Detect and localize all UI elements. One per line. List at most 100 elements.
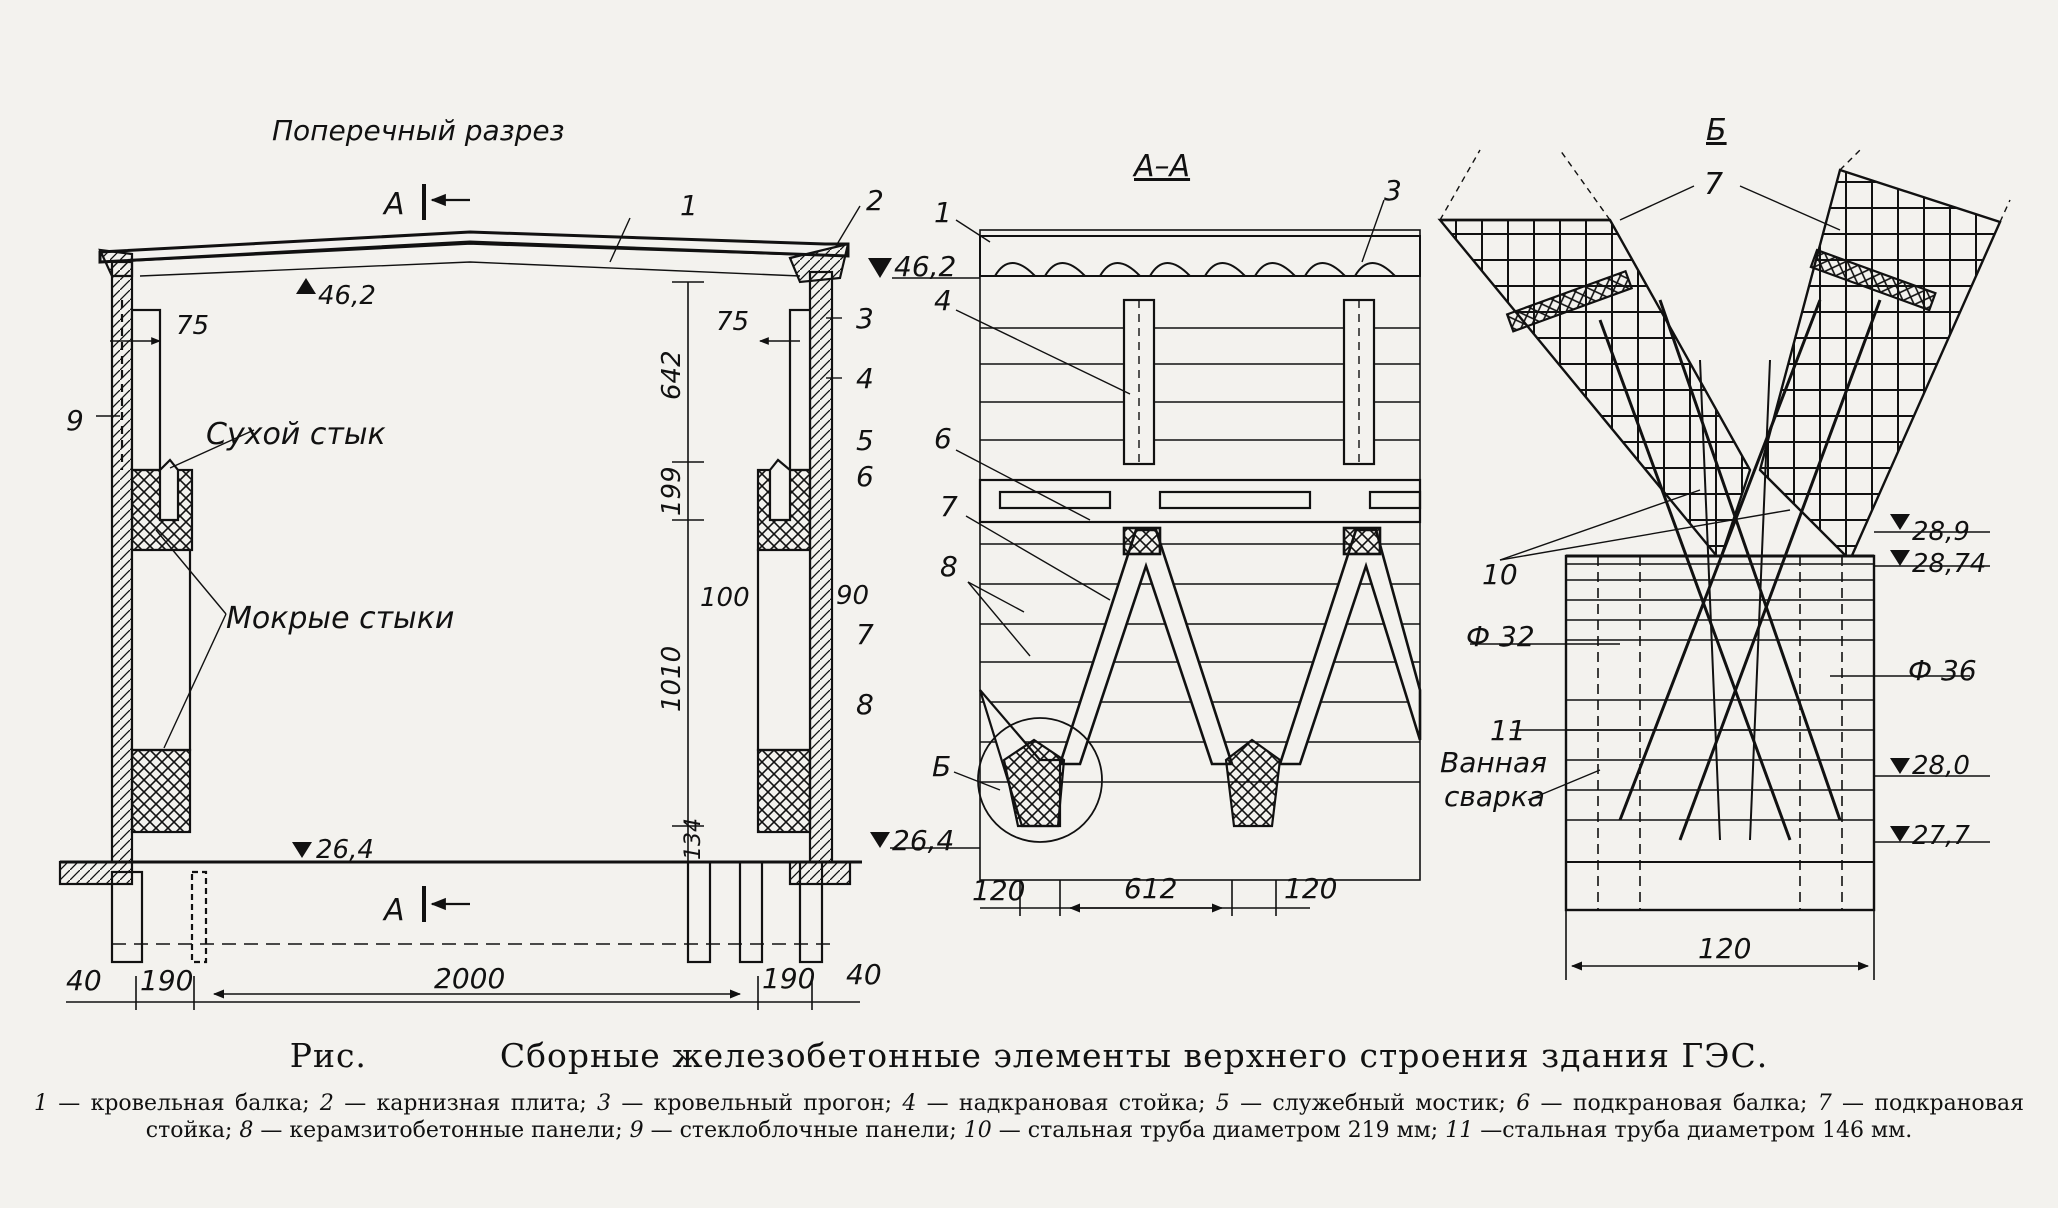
detail-b-title: Б xyxy=(1706,113,1727,148)
left-wall xyxy=(110,260,194,864)
dim-40-right: 40 xyxy=(846,958,882,991)
dim-642: 642 xyxy=(657,350,687,400)
detail-b-view xyxy=(1437,149,2011,980)
elevation-marker-top xyxy=(296,278,316,294)
b-elevation-marker-1 xyxy=(1890,514,1910,530)
aa-label-6: 6 xyxy=(934,422,952,455)
figure-legend: 1 — кровельная балка; 2 — карнизная плит… xyxy=(30,1090,2028,1144)
label-1: 1 xyxy=(680,189,698,222)
b-elevation-4: 27,7 xyxy=(1912,821,1970,851)
bath-weld-line2: сварка xyxy=(1444,780,1545,813)
label-2: 2 xyxy=(866,184,884,217)
cross-section-title: Поперечный разрез xyxy=(272,114,564,147)
legend-item: 11 —стальная труба диаметром 146 мм. xyxy=(1445,1118,1913,1143)
b-elevation-marker-4 xyxy=(1890,826,1910,842)
b-elevation-2: 28,74 xyxy=(1912,549,1986,579)
section-mark-bottom xyxy=(422,886,470,922)
dim-90: 90 xyxy=(836,581,869,611)
aa-label-1: 1 xyxy=(934,196,952,229)
b-label-10: 10 xyxy=(1482,558,1518,591)
legend-item: 5 — служебный мостик; xyxy=(1215,1091,1517,1116)
b-elevation-marker-3 xyxy=(1890,758,1910,774)
aa-dim-612: 612 xyxy=(1124,872,1177,905)
detail-b-leaders xyxy=(1470,185,1990,843)
b-label-7: 7 xyxy=(1704,167,1723,202)
section-mark-bottom-label: А xyxy=(382,893,405,928)
aa-elevation-marker-floor xyxy=(870,832,890,848)
dim-190-right: 190 xyxy=(762,962,815,995)
aa-elevation-top: 46,2 xyxy=(894,250,956,283)
aa-dimension-chain xyxy=(980,880,1310,916)
dim-190-left: 190 xyxy=(140,964,193,997)
section-aa-title: А–А xyxy=(1132,149,1190,184)
phi-36: Ф 36 xyxy=(1908,654,1977,687)
aa-label-7: 7 xyxy=(940,490,958,523)
detail-b-circle xyxy=(977,717,1103,843)
b-label-11: 11 xyxy=(1490,714,1526,747)
legend-item: 8 — керамзитобетонные панели; xyxy=(239,1118,630,1143)
vertical-dimension-chain xyxy=(672,281,704,863)
horizontal-dimension-chain xyxy=(66,976,860,1010)
right-wall xyxy=(756,270,834,864)
section-mark-top-label: А xyxy=(382,187,405,222)
label-4: 4 xyxy=(856,362,874,395)
dim-2000: 2000 xyxy=(434,962,505,995)
detail-b-dimension xyxy=(1565,910,1875,980)
cross-section-view xyxy=(58,184,862,1010)
wet-joints-label: Мокрые стыки xyxy=(226,601,454,636)
dim-40-left: 40 xyxy=(66,964,102,997)
elevation-floor: 26,4 xyxy=(316,835,374,865)
left-branch xyxy=(1437,149,1752,563)
purlins-row xyxy=(979,235,1421,277)
steel-pipes-crossing xyxy=(1598,299,1882,841)
label-7: 7 xyxy=(856,618,874,651)
section-aa-view xyxy=(953,199,1422,916)
aa-detail-mark: Б xyxy=(932,750,951,783)
caption-title: Сборные железобетонные элементы верхнего… xyxy=(499,1036,1769,1075)
bath-weld-line1: Ванная xyxy=(1440,746,1547,779)
aa-label-3: 3 xyxy=(1384,174,1402,207)
legend-item: 9 — стеклоблочные панели; xyxy=(629,1118,964,1143)
b-dim-120: 120 xyxy=(1698,932,1751,965)
aa-label-4: 4 xyxy=(934,284,952,317)
dim-100: 100 xyxy=(700,583,750,613)
upper-columns xyxy=(1122,298,1376,466)
aa-elevation-marker-top xyxy=(868,258,892,278)
label-9: 9 xyxy=(66,404,84,437)
legend-item: 2 — карнизная плита; xyxy=(319,1091,598,1116)
engineering-drawing: Поперечный разрез А А 1 2 3 4 5 6 7 8 9 … xyxy=(58,113,2011,1010)
floor-foundation xyxy=(58,860,862,964)
aa-leader-lines xyxy=(953,199,1385,791)
elevation-top: 46,2 xyxy=(318,281,376,311)
b-elevation-marker-2 xyxy=(1890,550,1910,566)
legend-item: 10 — стальная труба диаметром 219 мм; xyxy=(963,1118,1446,1143)
aa-dim-120-left: 120 xyxy=(972,874,1025,907)
label-6: 6 xyxy=(856,460,874,493)
dim-1010: 1010 xyxy=(657,646,687,712)
dim-75-right: 75 xyxy=(716,307,749,337)
dim-199: 199 xyxy=(657,466,687,516)
legend-item: 1 — кровельная балка; xyxy=(34,1091,320,1116)
column-feet xyxy=(978,689,1282,828)
b-elevation-3: 28,0 xyxy=(1912,751,1970,781)
roof-beam xyxy=(98,230,850,277)
b-elevation-1: 28,9 xyxy=(1912,517,1970,547)
elevation-marker-floor xyxy=(292,842,312,858)
dim-75-left: 75 xyxy=(176,311,209,341)
crane-columns-v xyxy=(1058,526,1422,766)
aa-elevation-floor: 26,4 xyxy=(892,824,954,857)
section-mark-top xyxy=(422,184,470,220)
legend-item: 4 — надкрановая стойка; xyxy=(902,1091,1216,1116)
aa-dim-120-right: 120 xyxy=(1284,872,1337,905)
legend-item: 6 — подкрановая балка; xyxy=(1516,1091,1818,1116)
dim-134: 134 xyxy=(681,818,706,860)
legend-item: 7 — подкрановая стойка; xyxy=(145,1091,2025,1143)
figure-caption-title: Рис. Сборные железобетонные элементы вер… xyxy=(30,1036,2028,1075)
aa-label-8: 8 xyxy=(940,550,958,583)
phi-32: Ф 32 xyxy=(1466,620,1535,653)
label-3: 3 xyxy=(856,302,874,335)
dry-joint-label: Сухой стык xyxy=(206,417,386,452)
leader-lines xyxy=(96,205,861,749)
crane-beams xyxy=(978,478,1422,524)
label-5: 5 xyxy=(856,424,874,457)
